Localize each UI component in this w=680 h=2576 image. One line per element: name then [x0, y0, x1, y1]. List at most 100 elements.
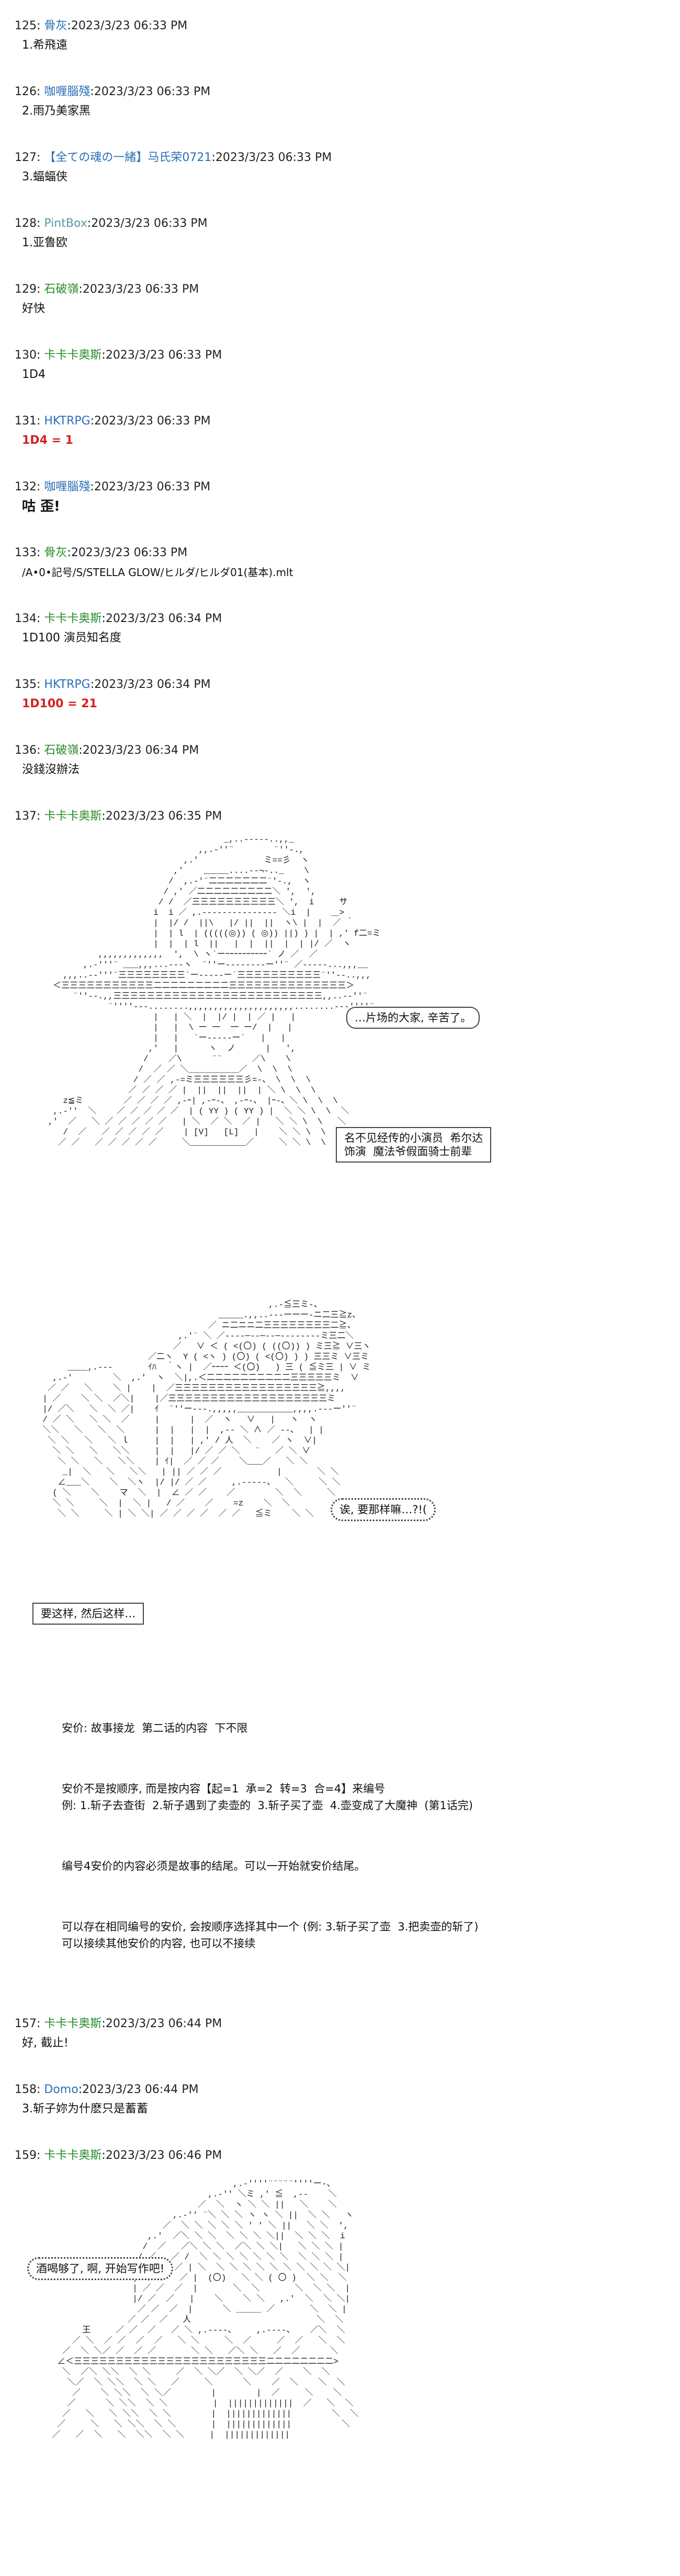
post-body: 1D4: [22, 368, 46, 381]
post-number: 159: [15, 2149, 37, 2162]
post-date: 2023/3/23 06:44 PM: [82, 2083, 199, 2096]
ascii-art-scene-2: ,.-≦三ミ-、 _____.,,..-‐‐ーーー‐ニ二三≧z、 ／ ニ二ニニ二…: [22, 1300, 663, 1676]
post-date: 2023/3/23 06:44 PM: [105, 2017, 222, 2030]
post-author[interactable]: 骨灰: [44, 19, 67, 32]
speech-bubble-surprised: 诶, 要那样嘛…?!(: [331, 1498, 436, 1521]
rules-numbering: 安价不是按顺序, 而是按内容【起=1 承=2 转=3 合=4】来编号: [62, 1782, 386, 1795]
post: 126: 咖喱腦殘:2023/3/23 06:33 PM 2.雨乃美家黑: [15, 85, 663, 119]
post-header: 133: 骨灰:2023/3/23 06:33 PM: [15, 546, 188, 559]
post-body: /A•0•記号/S/STELLA GLOW/ヒルダ/ヒルダ01(基本).mlt: [22, 566, 293, 579]
post-header: 130: 卡卡卡奥斯:2023/3/23 06:33 PM: [15, 349, 222, 362]
post-number: 135: [15, 678, 37, 691]
dice-result: 1D4 = 1: [22, 434, 73, 447]
post-author[interactable]: 卡卡卡奥斯: [44, 612, 102, 625]
post-header: 134: 卡卡卡奥斯:2023/3/23 06:34 PM: [15, 612, 222, 625]
post-date: 2023/3/23 06:33 PM: [94, 480, 211, 493]
post-number: 125: [15, 19, 37, 32]
post: 128: PintBox:2023/3/23 06:33 PM 1.亚鲁欧: [15, 216, 663, 251]
post-author[interactable]: 【全ての魂の一緒】马氏荣0721: [44, 151, 212, 164]
post-date: 2023/3/23 06:46 PM: [105, 2149, 222, 2162]
post-number: 133: [15, 546, 37, 559]
post-date: 2023/3/23 06:33 PM: [71, 19, 188, 32]
post-number: 129: [15, 283, 37, 296]
rules-line: 可以存在相同编号的安价, 会按顺序选择其中一个 (例: 3.斩子买了壶 3.把卖…: [62, 1918, 663, 1952]
post-author[interactable]: HKTRPG: [44, 415, 90, 428]
post-body: 1.希飛遠: [22, 39, 67, 52]
post-author[interactable]: 卡卡卡奥斯: [44, 810, 102, 823]
post-author[interactable]: Domo: [44, 2083, 78, 2096]
post-header: 128: PintBox:2023/3/23 06:33 PM: [15, 217, 208, 230]
post-author[interactable]: 骨灰: [44, 546, 67, 559]
rules-title: 安价: 故事接龙 第二话的内容 下不限: [62, 1722, 248, 1734]
post-header: 135: HKTRPG:2023/3/23 06:34 PM: [15, 678, 211, 691]
anchor-rules: 安价: 故事接龙 第二话的内容 下不限 安价不是按顺序, 而是按内容【起=1 承…: [62, 1686, 663, 1996]
post-number: 130: [15, 349, 37, 362]
post-body: 3.斩子妳为什麽只是蓄蓄: [22, 2102, 148, 2115]
post: 134: 卡卡卡奥斯:2023/3/23 06:34 PM 1D100 演员知名…: [15, 612, 663, 646]
post-author[interactable]: 咖喱腦殘: [44, 85, 90, 98]
post-number: 158: [15, 2083, 37, 2096]
thread: 125: 骨灰:2023/3/23 06:33 PM 1.希飛遠 126: 咖喱…: [15, 19, 663, 2576]
post-number: 131: [15, 415, 37, 428]
post-author[interactable]: PintBox: [44, 217, 87, 230]
post-header: 125: 骨灰:2023/3/23 06:33 PM: [15, 19, 188, 32]
post-header: 136: 石破嶺:2023/3/23 06:34 PM: [15, 744, 199, 757]
dice-result: 1D100 = 21: [22, 697, 97, 710]
post: 131: HKTRPG:2023/3/23 06:33 PM 1D4 = 1: [15, 414, 663, 448]
ascii-art-witch-drinking: ,.-''''¨¨¨¨¨''''ー-、 ,.-'' ＼ミ ,' ≦ ,-‐ ＼ …: [52, 2179, 359, 2440]
post-header: 157: 卡卡卡奥斯:2023/3/23 06:44 PM: [15, 2017, 222, 2030]
ascii-art-witch-bow: ,.-≦三ミ-、 _____.,,..-‐‐ーーー‐ニ二三≧z、 ／ ニ二ニニ二…: [42, 1300, 371, 1519]
post-number: 126: [15, 85, 37, 98]
post-author[interactable]: 卡卡卡奥斯: [44, 2017, 102, 2030]
post: 157: 卡卡卡奥斯:2023/3/23 06:44 PM 好, 截止!: [15, 2017, 663, 2051]
post-body: 2.雨乃美家黑: [22, 105, 90, 118]
post-number: 134: [15, 612, 37, 625]
post-body: 好, 截止!: [22, 2037, 69, 2050]
post-header: 159: 卡卡卡奥斯:2023/3/23 06:46 PM: [15, 2149, 222, 2162]
speech-bubble-start-writing: 酒喝够了, 啊, 开始写作吧!: [27, 2257, 174, 2280]
post-author[interactable]: 卡卡卡奥斯: [44, 2149, 102, 2162]
post-number: 132: [15, 480, 37, 493]
post: 159: 卡卡卡奥斯:2023/3/23 06:46 PM ,.-''''¨¨¨…: [15, 2148, 663, 2576]
post-number: 157: [15, 2017, 37, 2030]
post-number: 128: [15, 217, 37, 230]
post-author[interactable]: 咖喱腦殘: [44, 480, 90, 493]
post-header: 129: 石破嶺:2023/3/23 06:33 PM: [15, 283, 199, 296]
rules-ending: 编号4安价的内容必须是故事的结尾。可以一开始就安价结尾。: [62, 1860, 366, 1872]
post-date: 2023/3/23 06:33 PM: [82, 283, 199, 296]
post-header: 158: Domo:2023/3/23 06:44 PM: [15, 2083, 199, 2096]
post-author[interactable]: 卡卡卡奥斯: [44, 349, 102, 362]
rules-duplicates: 可以存在相同编号的安价, 会按顺序选择其中一个 (例: 3.斩子买了壶 3.把卖…: [62, 1920, 479, 1933]
post-header: 127: 【全ての魂の一緒】马氏荣0721:2023/3/23 06:33 PM: [15, 151, 332, 164]
post: 135: HKTRPG:2023/3/23 06:34 PM 1D100 = 2…: [15, 677, 663, 712]
post-date: 2023/3/23 06:33 PM: [215, 151, 332, 164]
post: 133: 骨灰:2023/3/23 06:33 PM /A•0•記号/S/STE…: [15, 546, 663, 580]
caption-box-actress-intro: 名不见经传的小演员 希尔达 饰演 魔法爷假面骑士前辈: [336, 1127, 492, 1163]
post-header: 131: HKTRPG:2023/3/23 06:33 PM: [15, 415, 211, 428]
post-date: 2023/3/23 06:34 PM: [105, 612, 222, 625]
rules-line: 安价不是按顺序, 而是按内容【起=1 承=2 转=3 合=4】来编号例: 1.斩…: [62, 1780, 663, 1814]
post-number: 136: [15, 744, 37, 757]
post-date: 2023/3/23 06:33 PM: [71, 546, 188, 559]
rules-continuation: 可以接续其他安价的内容, 也可以不接续: [62, 1937, 256, 1950]
post: 137: 卡卡卡奥斯:2023/3/23 06:35 PM _,..-----.…: [15, 809, 663, 1996]
post: 129: 石破嶺:2023/3/23 06:33 PM 好快: [15, 282, 663, 317]
post-date: 2023/3/23 06:33 PM: [105, 349, 222, 362]
post-date: 2023/3/23 06:34 PM: [82, 744, 199, 757]
speech-bubble-gesture: 要这样, 然后这样…: [32, 1603, 144, 1625]
post-author[interactable]: HKTRPG: [44, 678, 90, 691]
post-date: 2023/3/23 06:33 PM: [91, 217, 208, 230]
ascii-art-scene-1: _,..-----..,,_ ,,.-''¨ ¨''-., ,.' ミ==彡 ヽ…: [22, 829, 663, 1289]
post-author[interactable]: 石破嶺: [44, 744, 79, 757]
ascii-art-scene-3: ,.-''''¨¨¨¨¨''''ー-、 ,.-'' ＼ミ ,' ≦ ,-‐ ＼ …: [22, 2168, 663, 2576]
rules-example: 例: 1.斩子去查街 2.斩子遇到了卖壶的 3.斩子买了壶 4.壶变成了大魔神 …: [62, 1799, 473, 1812]
post-header: 137: 卡卡卡奥斯:2023/3/23 06:35 PM: [15, 810, 222, 823]
post-header: 126: 咖喱腦殘:2023/3/23 06:33 PM: [15, 85, 211, 98]
post: 158: Domo:2023/3/23 06:44 PM 3.斩子妳为什麽只是蓄…: [15, 2083, 663, 2117]
post: 132: 咖喱腦殘:2023/3/23 06:33 PM 咕 歪!: [15, 480, 663, 514]
post-header: 132: 咖喱腦殘:2023/3/23 06:33 PM: [15, 480, 211, 493]
post-number: 137: [15, 810, 37, 823]
post: 125: 骨灰:2023/3/23 06:33 PM 1.希飛遠: [15, 19, 663, 53]
post: 136: 石破嶺:2023/3/23 06:34 PM 没錢沒辦法: [15, 743, 663, 778]
post-author[interactable]: 石破嶺: [44, 283, 79, 296]
